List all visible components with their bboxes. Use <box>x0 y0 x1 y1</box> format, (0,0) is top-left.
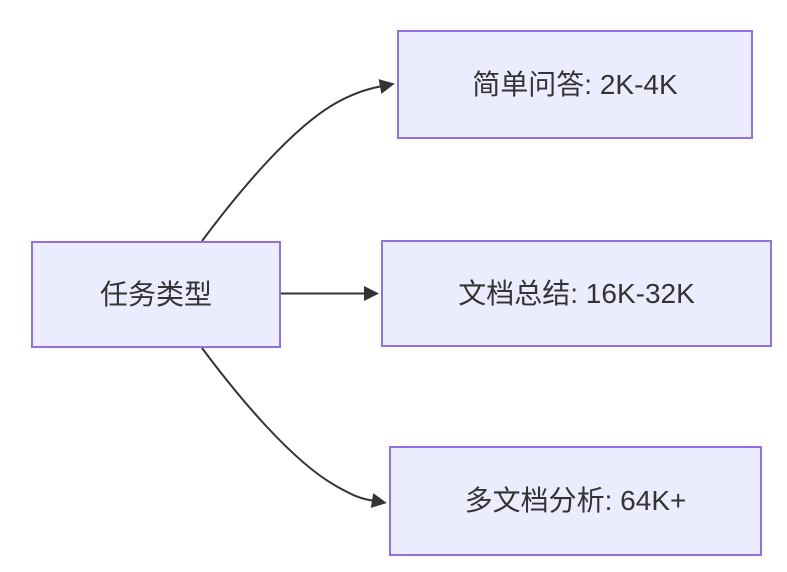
node-task-type: 任务类型 <box>31 241 281 348</box>
node-simple-qa: 简单问答: 2K-4K <box>397 30 753 139</box>
node-doc-summary: 文档总结: 16K-32K <box>381 240 772 347</box>
node-multi-doc: 多文档分析: 64K+ <box>389 446 762 556</box>
edge-root-to-multi-doc <box>201 347 387 508</box>
node-simple-qa-label: 简单问答: 2K-4K <box>472 68 678 100</box>
node-doc-summary-label: 文档总结: 16K-32K <box>458 277 695 309</box>
edge-root-to-simple-qa <box>201 79 395 242</box>
node-task-type-label: 任务类型 <box>99 278 212 310</box>
node-multi-doc-label: 多文档分析: 64K+ <box>464 485 687 517</box>
